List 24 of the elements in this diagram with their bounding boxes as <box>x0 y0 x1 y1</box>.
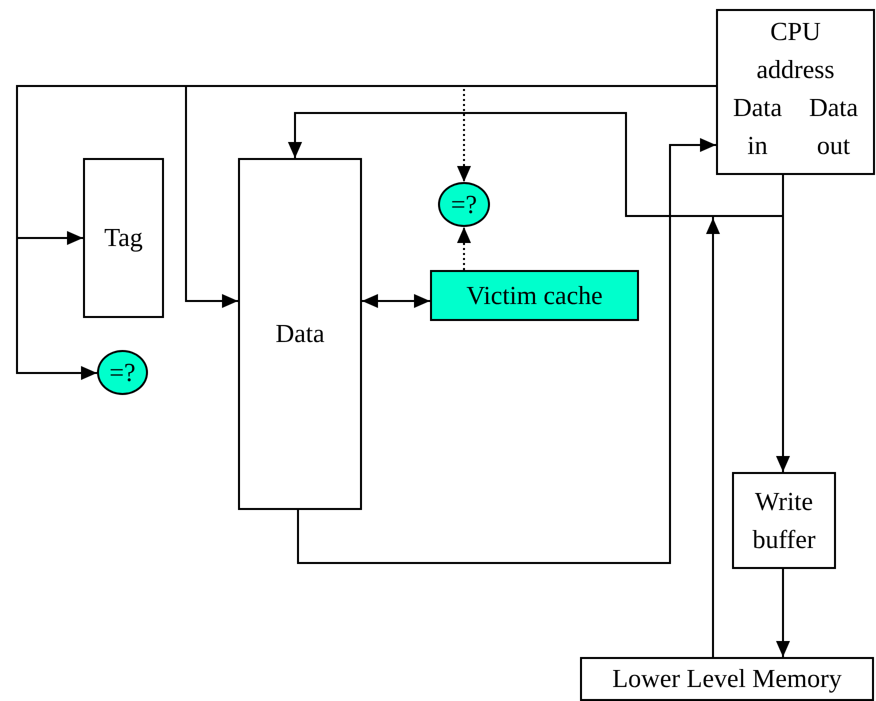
comparator-circle <box>438 182 490 227</box>
arrow <box>776 175 790 472</box>
cpu-box <box>716 9 875 175</box>
victim-cache-box <box>430 270 639 321</box>
port-label: Data in <box>732 92 784 162</box>
data-array-box <box>238 158 362 510</box>
port-label: Data out <box>808 92 860 162</box>
node-label: Data <box>275 318 325 350</box>
tag-array-box <box>83 158 164 318</box>
arrow <box>457 227 471 270</box>
arrow <box>776 569 790 657</box>
write-buffer-box <box>732 472 836 569</box>
node-label: =? <box>450 188 478 220</box>
node-label: Tag <box>104 222 143 254</box>
node-label: Write buffer <box>751 486 817 556</box>
node-label: Victim cache <box>466 280 603 312</box>
memory-box <box>580 657 874 701</box>
arrow <box>457 85 716 182</box>
arrow <box>362 294 430 308</box>
arrow <box>297 138 716 564</box>
node-label: Lower Level Memory <box>612 663 842 695</box>
node-label: CPU address <box>756 16 836 86</box>
comparator-circle <box>97 350 148 395</box>
node-label: =? <box>109 356 136 388</box>
